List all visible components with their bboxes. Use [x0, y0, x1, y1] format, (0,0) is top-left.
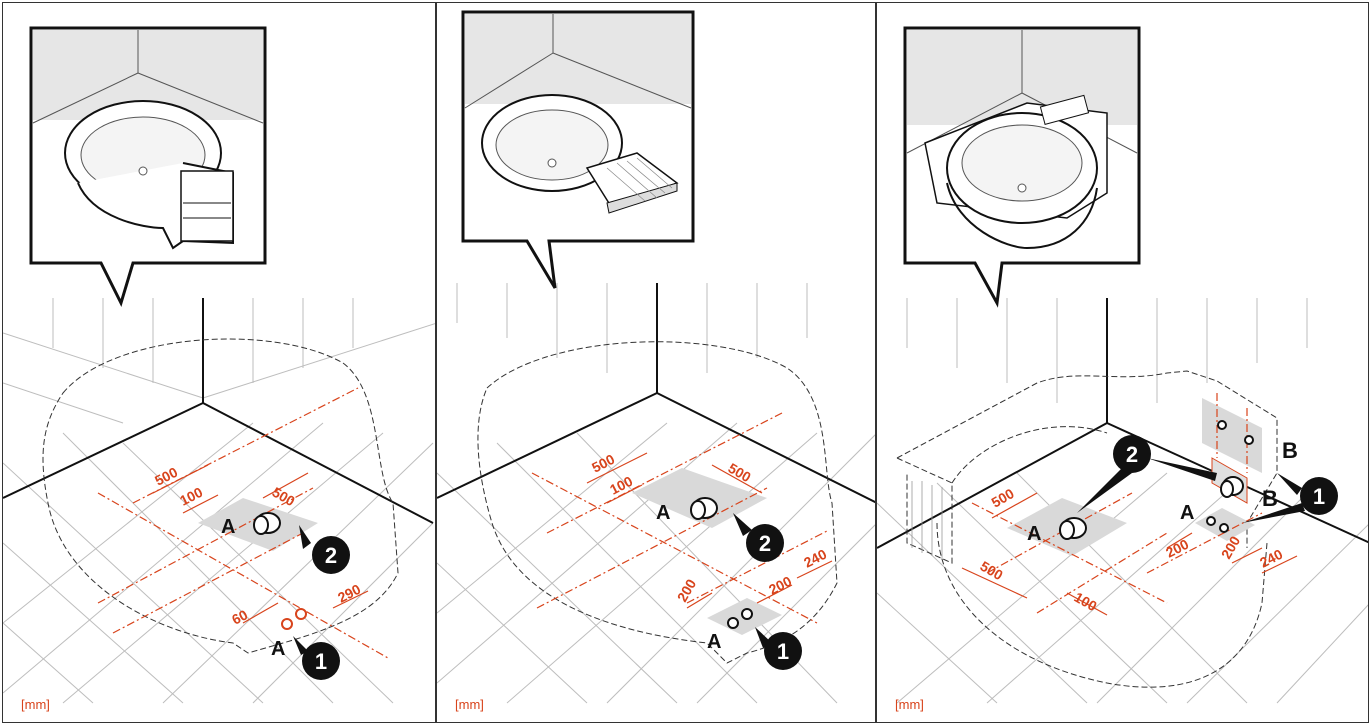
svg-text:2: 2 [1126, 442, 1138, 467]
label-a: A [1027, 523, 1041, 545]
bath-preview-inset [29, 26, 267, 308]
drain-pipe-icon [690, 497, 718, 520]
unit-label: [mm] [21, 697, 50, 712]
svg-text:2: 2 [759, 531, 771, 556]
callout-2-badge: 2 [1077, 435, 1217, 513]
svg-text:1: 1 [315, 649, 327, 674]
dimension-text: 200 [674, 576, 700, 604]
bath-outline [42, 338, 399, 654]
dimension-text: 240 [1257, 546, 1285, 571]
callout-1-badge: 1 [1242, 473, 1338, 523]
svg-text:2: 2 [325, 543, 337, 568]
dimension-text: 200 [1163, 536, 1191, 561]
dimension-text: 200 [766, 573, 794, 598]
fitting-icon [295, 608, 307, 620]
label-b: B [1282, 438, 1298, 463]
dimension-text: 100 [177, 484, 205, 509]
dimension-text: 100 [607, 473, 635, 498]
bath-outline [896, 370, 1278, 688]
dimension-text: 60 [229, 606, 250, 627]
panel-2: 500 100 500 200 200 240 A A 2 1 [436, 2, 876, 723]
label-a: A [1180, 502, 1194, 524]
floor-grid [3, 298, 435, 704]
dimension-lines [97, 387, 389, 659]
floor-grid [877, 298, 1368, 704]
label-a: A [656, 502, 670, 524]
dimension-text: 500 [270, 484, 298, 510]
bath-preview-inset [903, 26, 1141, 308]
connection-pad-b [1202, 398, 1262, 473]
panel-1-drawing: 500 100 500 60 290 A A 2 [3, 26, 435, 704]
bath-outline [477, 341, 838, 664]
fitting-icon [1206, 516, 1216, 526]
panel-3: 500 500 100 200 200 240 A B B A [876, 2, 1369, 723]
overflow-pipe-icon [1220, 476, 1244, 498]
callout-1-badge: 1 [755, 627, 802, 670]
fitting-icon [727, 617, 739, 629]
fitting-icon [1219, 523, 1229, 533]
panel-2-drawing: 500 100 500 200 200 240 A A 2 1 [437, 10, 875, 704]
fitting-icon [1217, 420, 1227, 430]
fitting-icon [741, 608, 753, 620]
svg-text:1: 1 [1313, 484, 1325, 509]
dimension-text: 500 [978, 558, 1006, 584]
dimension-text: 290 [335, 581, 363, 606]
callout-2-badge: 2 [299, 525, 350, 574]
callout-1-badge: 1 [293, 636, 340, 680]
callout-2-badge: 2 [733, 513, 784, 562]
bench-hatching [911, 481, 943, 559]
panel-1: 500 100 500 60 290 A A 2 [2, 2, 436, 723]
dimension-text: 240 [801, 546, 829, 571]
unit-label: [mm] [455, 697, 484, 712]
dimension-text: 500 [726, 460, 754, 486]
fitting-icon [281, 618, 293, 630]
svg-text:1: 1 [777, 639, 789, 664]
label-b: B [1262, 486, 1278, 511]
bath-preview-inset [461, 10, 695, 289]
dimension-text: 100 [1072, 589, 1100, 615]
label-a: A [707, 631, 721, 653]
drain-pipe-icon [1059, 517, 1087, 540]
fitting-icon [1244, 435, 1254, 445]
unit-label: [mm] [895, 697, 924, 712]
label-a: A [271, 638, 285, 660]
dimension-text: 500 [589, 451, 617, 476]
panel-3-drawing: 500 500 100 200 200 240 A B B A [877, 26, 1368, 704]
drain-pipe-icon [253, 512, 281, 535]
dimension-lines [531, 412, 828, 624]
label-a: A [221, 516, 235, 538]
